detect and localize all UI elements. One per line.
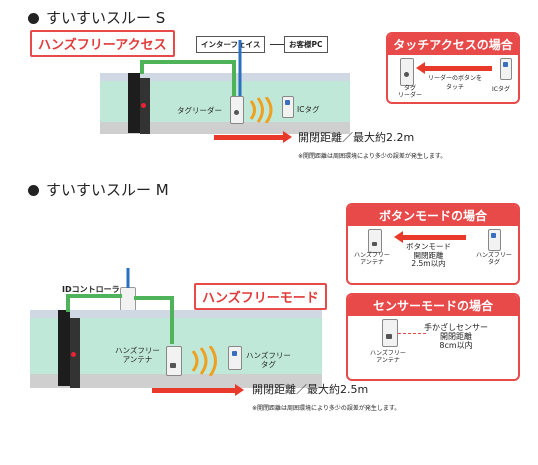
- note-m: ※開閉距離は周囲環境により多少の誤差が発生します。: [252, 405, 401, 412]
- touch-action: タッチ: [446, 84, 465, 91]
- door-sensor-light: [141, 103, 146, 108]
- button-mode-arrow: [394, 231, 466, 243]
- sensor-antenna-device: [382, 319, 398, 347]
- button-tag-label: ハンズフリー タグ: [476, 252, 512, 266]
- door-sensor-light-m: [71, 352, 76, 357]
- interface-box: インターフェイス: [196, 36, 266, 53]
- section-m-title: すいすいスルー M: [28, 179, 169, 200]
- cables-m: [66, 268, 174, 344]
- button-antenna-label: ハンズフリー アンテナ: [354, 252, 390, 266]
- handsfree-antenna-device: [166, 346, 182, 376]
- touch-arrow: [416, 62, 492, 74]
- distance-arrow-m: [152, 384, 244, 396]
- touch-access-title: タッチアクセスの場合: [388, 34, 518, 55]
- sensor-pointer: [398, 333, 426, 334]
- sensor-mode-title: センサーモードの場合: [348, 295, 518, 316]
- radio-wave-icon: [191, 346, 217, 376]
- handsfree-tag-label: ハンズフリー タグ: [246, 351, 291, 369]
- automatic-door-m: [58, 310, 70, 386]
- sensor-mode-text: 手かざしセンサー 開閉距離 8cm以内: [424, 323, 488, 351]
- distance-text-s: 開閉距離／最大約2.2m: [298, 131, 415, 144]
- handsfree-access-label: ハンズフリーアクセス: [30, 30, 175, 57]
- tag-reader-label: タグリーダー: [177, 106, 222, 115]
- distance-text-m: 開閉距離／最大約2.5m: [252, 383, 369, 396]
- radio-wave-icon: [249, 97, 273, 123]
- id-controller-label: IDコントローラ: [62, 285, 120, 294]
- touch-tag-label: ICタグ: [492, 86, 510, 93]
- button-tag-device: [488, 229, 501, 251]
- section-s-title: すいすいスルー S: [28, 7, 165, 28]
- handsfree-antenna-label: ハンズフリー アンテナ: [115, 346, 160, 364]
- pc-link-line: [270, 44, 284, 45]
- customer-pc-box: お客様PC: [284, 36, 328, 53]
- handsfree-mode-label: ハンズフリーモード: [194, 283, 327, 310]
- automatic-door-s: [128, 73, 140, 133]
- touch-reader-label: タグ リーダー: [398, 85, 423, 99]
- cables-s: [140, 40, 242, 98]
- button-mode-callout: ボタンモードの場合 ボタンモード 開閉距離 2.5m以内 ハンズフリー アンテナ…: [346, 203, 520, 285]
- sensor-mode-callout: センサーモードの場合 手かざしセンサー 開閉距離 8cm以内 ハンズフリー アン…: [346, 293, 520, 381]
- tag-reader-device: [230, 96, 244, 124]
- bullet-icon: [28, 13, 39, 24]
- touch-instruction: リーダーのボタンを: [428, 75, 483, 82]
- handsfree-tag-device: [228, 346, 242, 370]
- bullet-icon: [28, 185, 39, 196]
- note-s: ※開閉距離は周囲環境により多少の誤差が発生します。: [298, 153, 447, 160]
- button-antenna-device: [368, 229, 382, 253]
- floor-m: [30, 374, 322, 388]
- ic-tag-device: [282, 96, 294, 118]
- button-mode-text: ボタンモード 開閉距離 2.5m以内: [406, 242, 451, 269]
- touch-reader-device: [400, 58, 414, 86]
- touch-access-callout: タッチアクセスの場合 リーダーのボタンを タッチ タグ リーダー ICタグ: [386, 32, 520, 104]
- button-mode-title: ボタンモードの場合: [348, 205, 518, 226]
- sensor-antenna-label: ハンズフリー アンテナ: [370, 350, 406, 364]
- ic-tag-label: ICタグ: [297, 105, 320, 114]
- distance-arrow-s: [214, 131, 292, 143]
- touch-tag-device: [500, 58, 512, 80]
